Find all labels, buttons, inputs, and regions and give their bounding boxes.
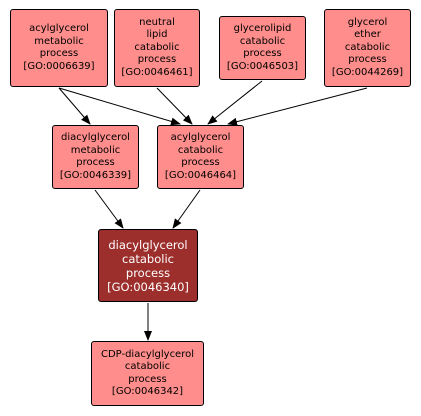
node-label-line: diacylglycerol bbox=[108, 237, 188, 252]
node-label-line: process bbox=[39, 48, 79, 59]
node-label-line: neutral bbox=[139, 16, 175, 28]
node-go-id: [GO:0006639] bbox=[23, 60, 95, 72]
node-label-line: process bbox=[348, 54, 387, 66]
node-acylglycerol-metabolic-process[interactable]: acylglycerol metabolic process [GO:00066… bbox=[10, 9, 108, 87]
node-go-id: [GO:0046339] bbox=[59, 169, 132, 181]
node-label-line: catabolic bbox=[122, 251, 174, 266]
node-acylglycerol-catabolic-process[interactable]: acylglycerol catabolic process [GO:00464… bbox=[157, 125, 244, 189]
edge-neutral-lipid-catabolic-to-acylglycerol-catabolic bbox=[156, 87, 193, 125]
node-label-line: process bbox=[76, 157, 115, 168]
node-label-line: catabolic bbox=[124, 361, 171, 372]
node-label-line: acylglycerol bbox=[170, 132, 231, 143]
node-cdp-diacylglycerol-catabolic-process[interactable]: CDP-diacylglycerol catabolic process [GO… bbox=[91, 341, 204, 406]
node-neutral-lipid-catabolic-process[interactable]: neutral lipid catabolic process [GO:0046… bbox=[114, 9, 200, 87]
node-go-id: [GO:0046461] bbox=[121, 66, 193, 78]
node-go-id: [GO:0044269] bbox=[331, 66, 404, 78]
node-label-line: catabolic bbox=[239, 35, 286, 47]
edge-acylglycerol-catabolic-to-diacylglycerol-catabolic bbox=[172, 189, 201, 229]
node-label-line: process bbox=[125, 265, 171, 280]
edge-layer bbox=[58, 80, 368, 341]
node-glycerol-ether-catabolic-process[interactable]: glycerol ether catabolic process [GO:004… bbox=[324, 9, 411, 87]
node-label-line: process bbox=[137, 54, 177, 66]
node-label-line: metabolic bbox=[70, 144, 121, 156]
edge-glycerolipid-catabolic-to-acylglycerol-catabolic bbox=[207, 80, 263, 125]
node-label-line: glycerol bbox=[347, 16, 388, 28]
node-label-line: diacylglycerol bbox=[61, 132, 130, 143]
node-go-id: [GO:0046342] bbox=[111, 386, 184, 397]
node-label-line: glycerolipid bbox=[233, 23, 292, 34]
node-label-line: process bbox=[243, 48, 282, 59]
node-label-line: process bbox=[128, 373, 167, 385]
edge-acylglycerol-metabolic-to-acylglycerol-catabolic bbox=[58, 87, 181, 126]
node-label-line: catabolic bbox=[177, 144, 224, 156]
edge-diacylglycerol-metabolic-to-diacylglycerol-catabolic bbox=[94, 189, 124, 229]
node-label-line: acylglycerol bbox=[29, 23, 89, 34]
node-go-id: [GO:0046340] bbox=[107, 279, 189, 294]
node-glycerolipid-catabolic-process[interactable]: glycerolipid catabolic process [GO:00465… bbox=[219, 16, 306, 80]
node-diacylglycerol-catabolic-process-focus[interactable]: diacylglycerol catabolic process [GO:004… bbox=[98, 229, 198, 302]
edge-glycerol-ether-catabolic-to-acylglycerol-catabolic bbox=[227, 87, 368, 126]
node-label-line: catabolic bbox=[134, 41, 180, 53]
node-go-id: [GO:0046464] bbox=[164, 169, 237, 181]
node-label-line: ether bbox=[354, 29, 381, 41]
node-label-line: process bbox=[181, 157, 220, 168]
node-label-line: CDP-diacylglycerol bbox=[100, 348, 195, 360]
edge-acylglycerol-metabolic-to-diacylglycerol-metabolic bbox=[58, 87, 91, 125]
node-label-line: metabolic bbox=[34, 35, 84, 47]
node-label-line: catabolic bbox=[344, 41, 391, 53]
node-diacylglycerol-metabolic-process[interactable]: diacylglycerol metabolic process [GO:004… bbox=[52, 125, 139, 189]
node-go-id: [GO:0046503] bbox=[226, 60, 299, 72]
node-label-line: lipid bbox=[146, 29, 168, 41]
